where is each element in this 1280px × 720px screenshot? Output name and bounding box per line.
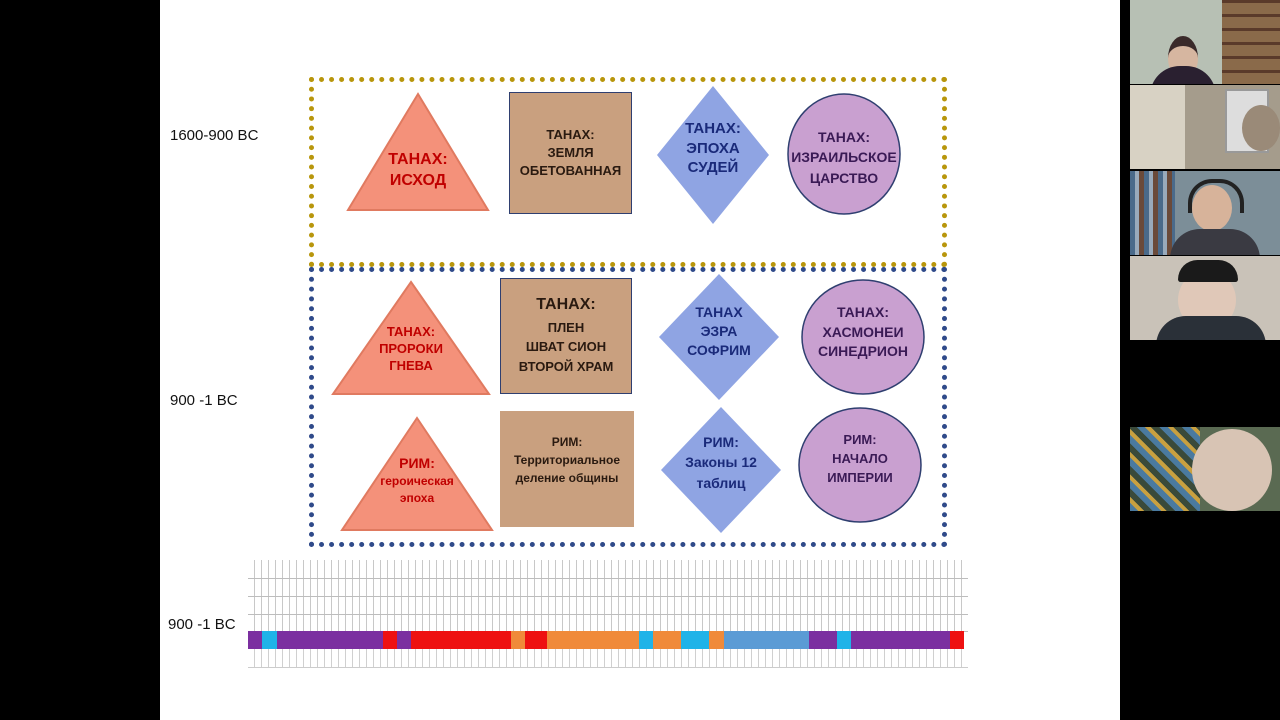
- triangle-exodus: ТАНАХ: ИСХОД: [346, 92, 490, 212]
- timeline-segment: [724, 631, 809, 649]
- timeline-segment: [653, 631, 681, 649]
- timeline: [248, 560, 968, 668]
- timeline-segment: [851, 631, 950, 649]
- circle-kingdom-text: ТАНАХ: ИЗРАИЛЬСКОЕ ЦАРСТВО: [791, 129, 897, 186]
- bottom-era-box: [309, 267, 947, 547]
- timeline-segment: [525, 631, 547, 649]
- video-thumbnail-participant-5[interactable]: [1130, 427, 1280, 511]
- video-thumbnail-participant-1[interactable]: [1130, 0, 1280, 84]
- bookshelf: [1222, 0, 1280, 84]
- triangle-prophets: ТАНАХ: ПРОРОКИ ГНЕВА: [331, 280, 491, 396]
- video-thumbnail-participant-4[interactable]: [1130, 256, 1280, 340]
- person-body: [1156, 316, 1266, 340]
- timeline-segment: [681, 631, 709, 649]
- diamond-ezra: ТАНАХ ЭЗРА СОФРИМ: [658, 273, 780, 401]
- timeline-segment: [397, 631, 411, 649]
- timeline-segment: [837, 631, 851, 649]
- triangle-exodus-text: ТАНАХ: ИСХОД: [388, 151, 448, 189]
- timeline-gridline: [248, 578, 968, 579]
- timeline-segment: [383, 631, 397, 649]
- video-thumbnail-participant-3[interactable]: [1130, 171, 1280, 255]
- diamond-judges-text: ТАНАХ: ЭПОХА СУДЕЙ: [685, 120, 741, 176]
- rect-territorial-division: РИМ: Территориальное деление общины: [500, 411, 634, 527]
- timeline-segment: [411, 631, 511, 649]
- video-thumbnail-participant-2[interactable]: [1130, 85, 1280, 169]
- top-era-box: [309, 77, 947, 267]
- era-label-bottom: 900 -1 BC: [168, 616, 236, 633]
- rect-second-temple: ТАНАХ: ПЛЕН ШВАТ СИОН ВТОРОЙ ХРАМ: [500, 278, 632, 394]
- timeline-segment: [809, 631, 837, 649]
- triangle-prophets-text: ТАНАХ: ПРОРОКИ ГНЕВА: [379, 324, 443, 373]
- rect-promised-land-text: ТАНАХ: ЗЕМЛЯ ОБЕТОВАННАЯ: [519, 126, 622, 179]
- door: [1130, 85, 1185, 169]
- triangle-heroic-title: РИМ:: [399, 455, 435, 471]
- circle-hasmoneans: ТАНАХ: ХАСМОНЕИ СИНЕДРИОН: [801, 279, 925, 395]
- circle-empire: РИМ: НАЧАЛО ИМПЕРИИ: [798, 407, 922, 523]
- diamond-twelve-tables: РИМ: Законы 12 таблиц: [660, 406, 782, 534]
- diamond-twelve-tables-text: РИМ: Законы 12 таблиц: [685, 434, 757, 491]
- timeline-segment: [709, 631, 724, 649]
- rect-promised-land: ТАНАХ: ЗЕМЛЯ ОБЕТОВАННАЯ: [509, 92, 632, 214]
- hat: [1178, 260, 1238, 282]
- rect-territorial-division-text: РИМ: Территориальное деление общины: [513, 435, 621, 485]
- era-label-top: 1600-900 BC: [170, 127, 259, 144]
- person-body: [1150, 66, 1216, 84]
- era-label-middle: 900 -1 BC: [170, 392, 238, 409]
- bookshelf: [1130, 171, 1175, 255]
- timeline-segment: [248, 631, 262, 649]
- diamond-ezra-text: ТАНАХ ЭЗРА СОФРИМ: [687, 304, 751, 358]
- timeline-gridline: [248, 614, 968, 615]
- timeline-color-bar: [248, 631, 964, 649]
- triangle-heroic-body: героическая эпоха: [380, 474, 454, 506]
- timeline-segment: [950, 631, 964, 649]
- person-body: [1170, 229, 1260, 255]
- timeline-segment: [511, 631, 525, 649]
- rect-second-temple-body: ПЛЕН ШВАТ СИОН ВТОРОЙ ХРАМ: [518, 319, 614, 374]
- timeline-segment: [277, 631, 383, 649]
- triangle-heroic-age: РИМ: героическая эпоха: [340, 416, 494, 532]
- rect-second-temple-title: ТАНАХ:: [536, 295, 596, 313]
- timeline-segment: [639, 631, 653, 649]
- circle-empire-text: РИМ: НАЧАЛО ИМПЕРИИ: [827, 432, 893, 485]
- timeline-lower-grid: [248, 649, 968, 668]
- timeline-segment: [547, 631, 639, 649]
- headphones-icon: [1188, 179, 1244, 213]
- timeline-segment: [262, 631, 277, 649]
- circle-kingdom: ТАНАХ: ИЗРАИЛЬСКОЕ ЦАРСТВО: [787, 93, 901, 215]
- background-clutter: [1130, 427, 1200, 511]
- person-head: [1192, 429, 1272, 511]
- diamond-judges: ТАНАХ: ЭПОХА СУДЕЙ: [656, 85, 770, 225]
- circle-hasmoneans-text: ТАНАХ: ХАСМОНЕИ СИНЕДРИОН: [818, 304, 908, 360]
- timeline-gridline: [248, 596, 968, 597]
- person-head: [1242, 105, 1280, 151]
